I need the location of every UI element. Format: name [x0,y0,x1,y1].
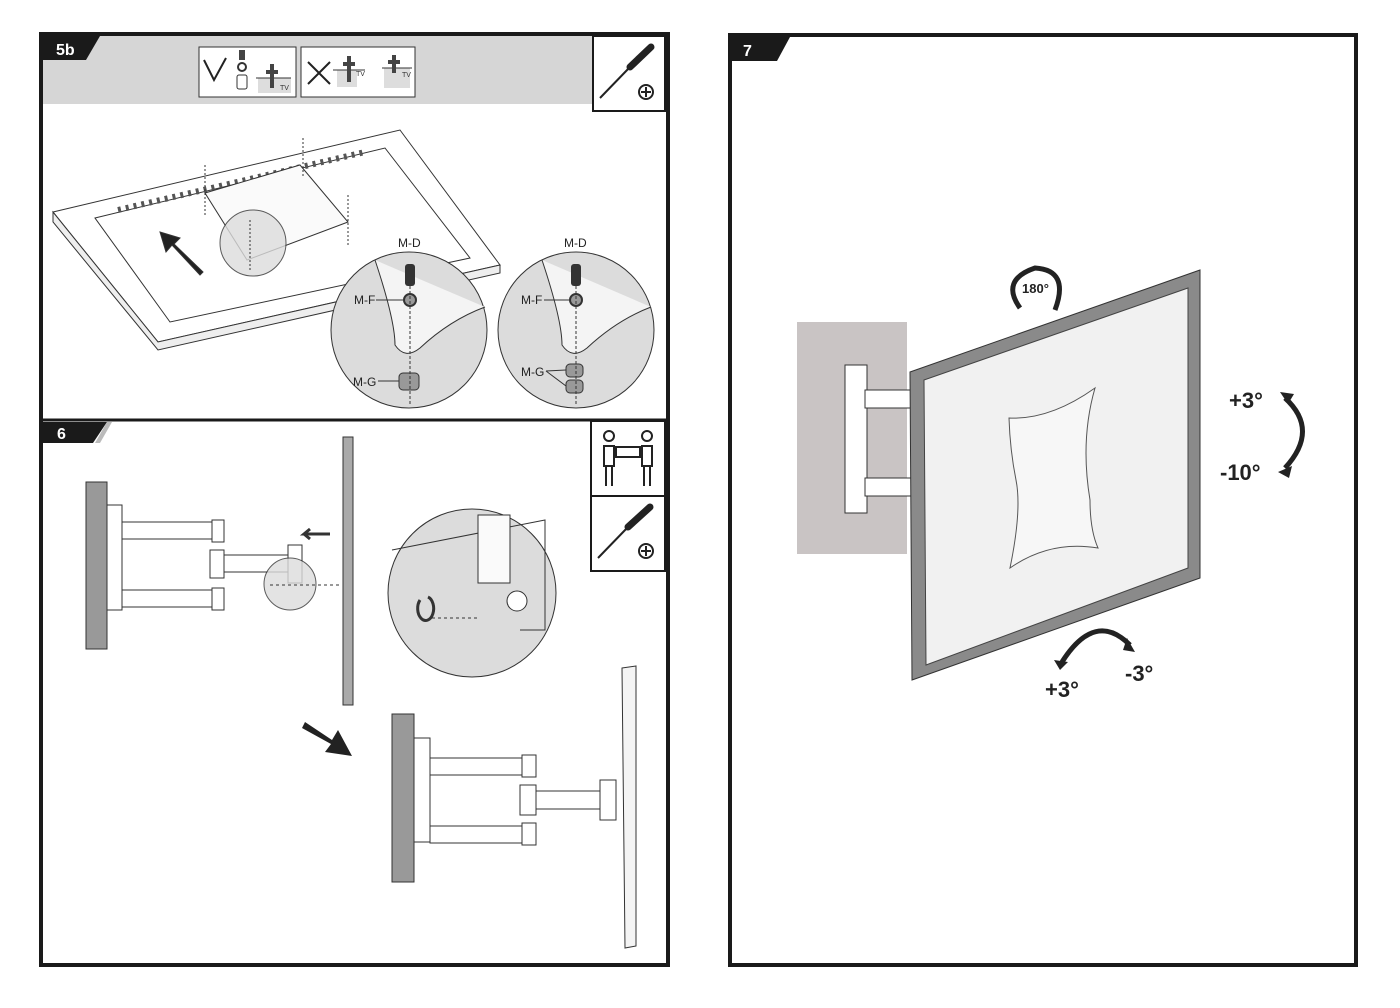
part-label-m-g: M-G [521,365,544,379]
screwdriver-tool-box [592,35,666,112]
rotate-arrow-icon [416,595,436,622]
tv-label: TV [402,72,411,79]
part-label-m-f: M-F [521,293,542,307]
cross-icon [307,61,331,85]
two-person-lift-box [590,420,666,497]
part-label-m-d: M-D [564,236,587,250]
level-arrow-icon [1059,628,1132,664]
phillips-icon [638,84,654,100]
right-panel: 7 180° +3° -10° +3° -3° [728,33,1358,967]
part-label-m-d: M-D [398,236,421,250]
phillips-icon [638,543,654,559]
part-label-m-g: M-G [353,375,376,389]
screwdriver-icon [599,43,655,99]
step-5b-badge [43,36,100,60]
wall-mount-arm-attached [391,665,637,949]
check-icon [203,57,227,83]
wall-mount-with-tv [797,269,1201,681]
swivel-arrow-icon [1010,265,1062,311]
wrong-assembly-box: TV TV [300,46,416,98]
level-left-label: +3° [1045,677,1079,702]
part-label-m-f: M-F [354,293,375,307]
tv-label: TV [280,85,289,92]
screwdriver-tool-box-2 [590,495,666,572]
swivel-angle-label: 180° [1022,281,1049,296]
tv-label: TV [356,71,365,78]
tilt-down-label: -10° [1220,460,1261,485]
arrow-left-icon [299,527,330,541]
direction-arrow-icon [159,231,204,276]
screw-detail-callout [387,508,557,678]
screwdriver-icon [597,526,629,559]
correct-assembly-box: TV [198,46,297,98]
left-panel: 5b TV TV TV [39,32,670,967]
tilt-arrow-icon [1283,396,1305,470]
rotation-indicators: 180° +3° -10° +3° -3° [1010,265,1305,702]
wall-mount-arm-detached [85,436,354,706]
two-persons-icon [603,430,653,486]
step-6-number: 6 [57,426,66,443]
tilt-up-label: +3° [1229,388,1263,413]
vesa-plate [1008,386,1099,570]
detail-callout-2: M-D M-F M-G [497,236,655,409]
detail-callout-1: M-D M-F M-G [330,236,488,409]
step-5b-number: 5b [56,42,75,59]
level-right-label: -3° [1125,661,1153,686]
diagonal-arrow-icon [302,722,352,756]
step-7-badge [732,37,790,61]
step-7-number: 7 [743,43,752,60]
step-6-badge [43,422,107,443]
